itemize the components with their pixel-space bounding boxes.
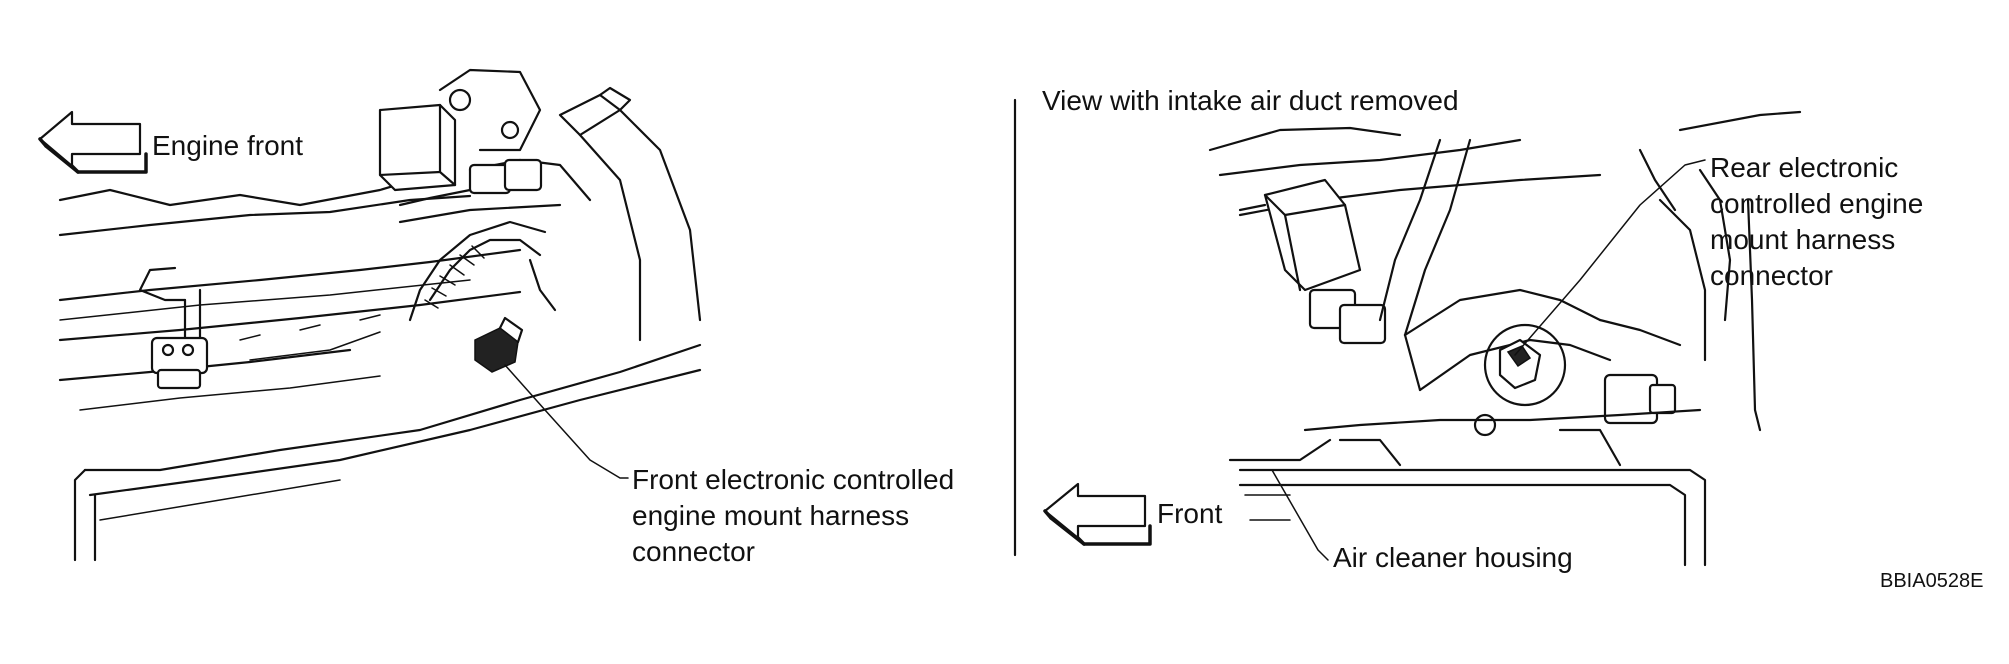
rear-mount-harness-connector-icon — [1483, 323, 1567, 407]
front-connector-callout-line-2: engine mount harness — [632, 500, 910, 531]
engine-front-arrow-icon — [38, 110, 148, 174]
front-callout-leader-line — [504, 364, 629, 479]
rear-connector-callout-line-2: controlled engine — [1710, 188, 1924, 219]
front-mount-harness-connector-icon — [474, 316, 524, 373]
rear-connector-callout-line-1: Rear electronic — [1710, 152, 1899, 183]
front-direction-label: Front — [1157, 498, 1223, 529]
rear-callout-leader-line — [1514, 159, 1706, 356]
front-connector-callout-line-3: connector — [632, 536, 755, 567]
front-direction-arrow-icon — [1043, 482, 1152, 546]
left-view-illustration — [38, 68, 702, 562]
right-view-title: View with intake air duct removed — [1042, 85, 1459, 116]
figure-code: BBIA0528E — [1880, 570, 1984, 592]
air-cleaner-callout-leader-line — [1271, 469, 1329, 561]
right-view-illustration — [1043, 110, 1802, 567]
front-connector-callout-line-1: Front electronic controlled — [632, 464, 955, 495]
rear-connector-callout-line-3: mount harness — [1710, 224, 1896, 255]
engine-front-label: Engine front — [152, 130, 303, 161]
air-cleaner-housing-label: Air cleaner housing — [1333, 542, 1573, 573]
rear-connector-callout: Rear electronic controlled engine mount … — [1710, 150, 1923, 294]
front-connector-callout: Front electronic controlled engine mount… — [632, 462, 954, 570]
rear-connector-callout-line-4: connector — [1710, 260, 1833, 291]
